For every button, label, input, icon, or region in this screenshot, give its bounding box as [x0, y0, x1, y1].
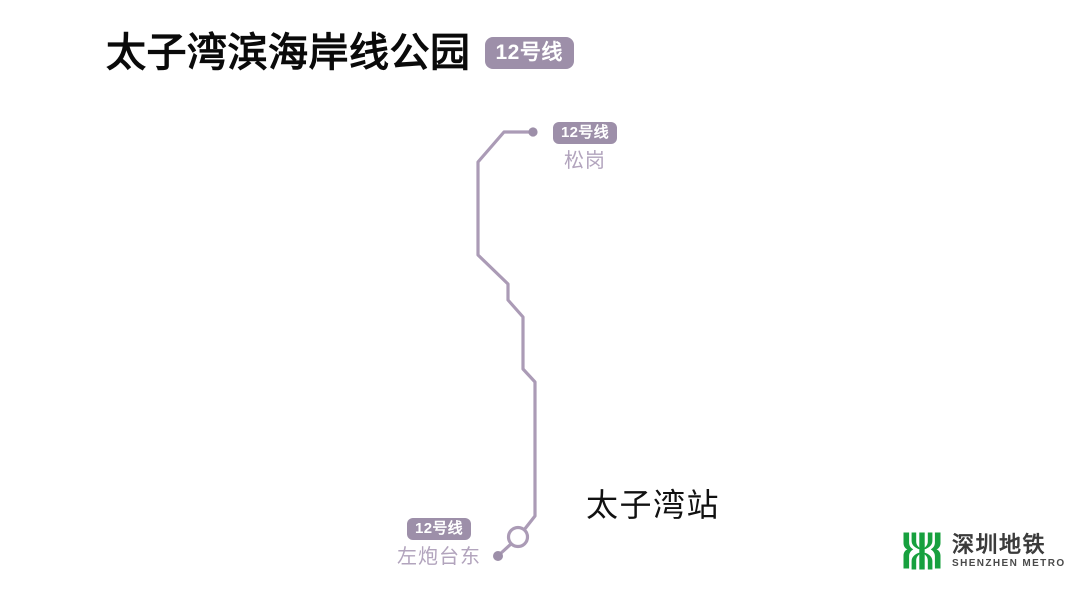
station-label-zuopaotai-dong[interactable]: 12号线 左炮台东	[397, 518, 481, 567]
focus-station-name: 太子湾站	[586, 487, 721, 523]
station-label-songgang[interactable]: 12号线 松岗	[553, 122, 617, 171]
shenzhen-metro-mark-icon	[903, 532, 941, 570]
brand-name-en: SHENZHEN METRO	[952, 557, 1066, 569]
shenzhen-metro-logo: 深圳地铁 SHENZHEN METRO	[903, 531, 1066, 571]
brand-name-cn: 深圳地铁	[952, 531, 1047, 557]
station-name-songgang: 松岗	[563, 150, 606, 172]
header-line-badge: 12号线	[484, 37, 574, 69]
station-name-zuopaotai-dong: 左炮台东	[397, 546, 481, 568]
station-line-badge-songgang: 12号线	[553, 122, 617, 144]
station-marker-taiziwan[interactable]	[506, 525, 530, 549]
station-line-badge-zuopaotai-dong: 12号线	[407, 518, 471, 540]
metro-line-12-tail-segment	[498, 542, 513, 556]
station-marker-zuopaotai-dong[interactable]	[493, 551, 503, 561]
shenzhen-metro-wordmark: 深圳地铁 SHENZHEN METRO	[952, 531, 1066, 569]
page-header: 太子湾滨海岸线公园 12号线	[106, 33, 574, 73]
metro-line-12-path	[476, 130, 537, 532]
station-marker-songgang[interactable]	[528, 127, 538, 137]
page-title: 太子湾滨海岸线公园	[106, 31, 471, 75]
